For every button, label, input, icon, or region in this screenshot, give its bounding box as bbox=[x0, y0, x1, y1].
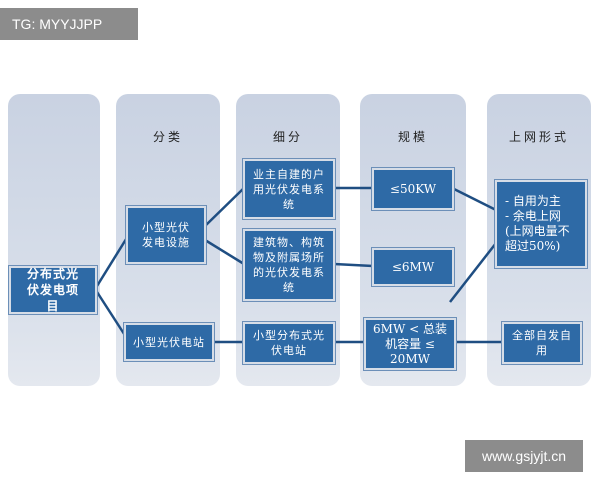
header-grid-form: 上网形式 bbox=[508, 130, 569, 144]
watermark-bottom-right: www.gsjyjt.cn bbox=[465, 440, 583, 472]
node-root: 分布式光伏发电项目 bbox=[9, 266, 97, 314]
watermark-top-left: TG: MYYJJPP bbox=[0, 8, 138, 40]
connector-facility-owner bbox=[204, 187, 245, 227]
node-small-pv-station: 小型光伏电站 bbox=[124, 323, 214, 361]
node-self-use-surplus-grid: - 自用为主 - 余电上网 (上网电量不 超过50%) bbox=[495, 180, 587, 268]
node-small-pv-facility: 小型光伏发电设施 bbox=[126, 206, 206, 264]
connector-root-station bbox=[95, 291, 130, 341]
node-scale-6-20mw: 6MW < 总装机容量 ≤ 20MW bbox=[364, 318, 456, 370]
node-scale-50kw: ≤50KW bbox=[372, 168, 454, 210]
node-buildings-attached: 建筑物、构筑物及附属场所的光伏发电系统 bbox=[243, 229, 335, 301]
connector-root-facility bbox=[95, 235, 130, 287]
node-owner-self-built: 业主自建的户用光伏发电系统 bbox=[243, 159, 335, 219]
connector-buildings-6mw bbox=[333, 262, 374, 268]
node-scale-6mw: ≤6MW bbox=[372, 248, 454, 286]
header-scale: 规模 bbox=[397, 130, 428, 144]
node-small-distributed-station: 小型分布式光伏电站 bbox=[243, 322, 335, 364]
connector-facility-buildings bbox=[204, 238, 245, 266]
header-category: 分类 bbox=[152, 130, 183, 144]
column-root bbox=[8, 94, 100, 386]
header-subcategory: 细分 bbox=[272, 130, 303, 144]
node-full-self-use: 全部自发自用 bbox=[502, 322, 582, 364]
connector-6mw-self-use bbox=[449, 237, 501, 303]
connector-50kw-self-use bbox=[451, 186, 501, 214]
